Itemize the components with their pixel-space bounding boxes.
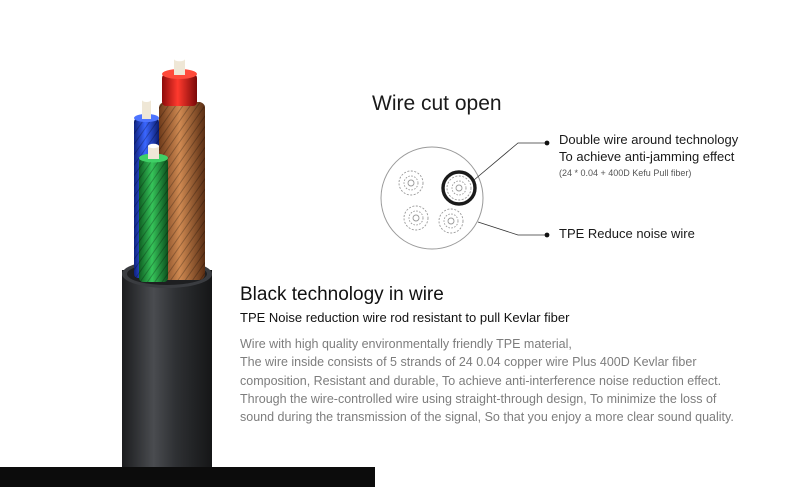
green-wire-core <box>148 146 159 159</box>
feature-subheading: TPE Noise reduction wire rod resistant t… <box>240 310 570 325</box>
description-line: Wire with high quality environmentally f… <box>240 337 572 351</box>
callout-tpe: TPE Reduce noise wire <box>559 226 695 241</box>
blue-wire-core <box>142 100 151 119</box>
callout-technology-spec: (24 * 0.04 + 400D Kefu Pull fiber) <box>559 168 692 178</box>
leader-dot-tpe <box>544 232 550 238</box>
feature-heading: Black technology in wire <box>240 284 444 305</box>
cable-illustration <box>122 56 212 487</box>
cross-section-diagram <box>380 140 550 250</box>
description-line: sound during the transmission of the sig… <box>240 410 734 425</box>
shielded-bundle <box>441 170 477 206</box>
feature-description: Wire with high quality environmentally f… <box>240 335 785 426</box>
leader-line-technology <box>473 142 546 181</box>
callout-technology-line1: Double wire around technology <box>559 132 739 147</box>
red-wire <box>162 56 197 106</box>
leader-dot-technology <box>544 140 550 146</box>
strand-bundles <box>398 170 464 234</box>
bottom-bar <box>0 467 375 487</box>
cable-jacket <box>122 260 212 487</box>
green-wire <box>139 143 168 282</box>
leader-line-tpe <box>477 221 546 236</box>
description-line: The wire inside consists of 5 strands of… <box>240 355 697 370</box>
callout-technology-line2: To achieve anti-jamming effect <box>559 149 735 164</box>
description-line: composition, Resistant and durable, To a… <box>240 373 722 388</box>
wire-cut-title: Wire cut open <box>372 92 502 115</box>
red-wire-core <box>174 59 185 75</box>
cross-section-circle <box>380 146 484 250</box>
callout-technology: Double wire around technology To achieve… <box>559 131 738 178</box>
description-line: Through the wire-controlled wire using s… <box>240 391 717 406</box>
